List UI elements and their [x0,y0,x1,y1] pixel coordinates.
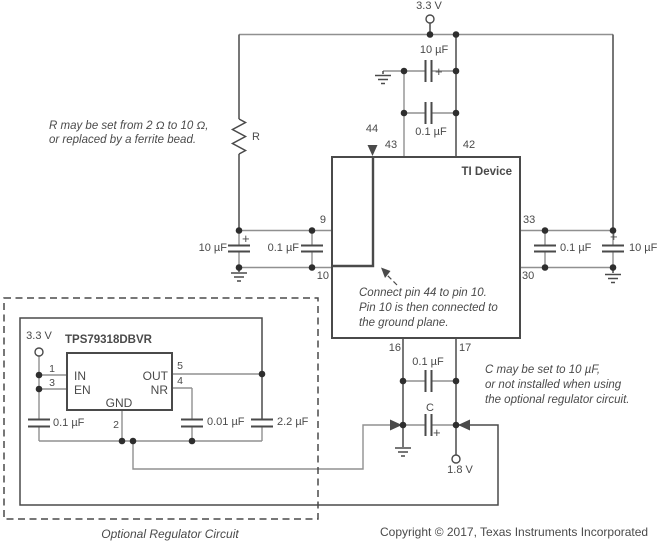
pin-label-30: 30 [522,270,535,282]
pin44-note-line: the ground plane. [359,317,449,329]
ti-device-label: TI Device [461,166,513,178]
cap-value-left-bypass: 0.1 µF [267,242,299,254]
terminal-33v-icon [425,14,435,24]
reg-pin-name-gnd: GND [105,396,133,410]
resistor-note-line: or replaced by a ferrite bead. [49,133,197,146]
cap-c-note: C may be set to 10 µF, or not installed … [485,363,629,408]
pin44-note: Connect pin 44 to pin 10. Pin 10 is then… [359,286,498,331]
optional-regulator-caption: Optional Regulator Circuit [101,527,239,541]
connection-arrow-icon [458,419,470,431]
copyright-text: Copyright © 2017, Texas Instruments Inco… [380,525,649,539]
regulator-supply-label: 3.3 V [26,330,52,342]
terminal-33v-reg-icon [34,347,44,357]
pin-label-42: 42 [462,139,476,151]
reg-pin-name-en: EN [74,383,91,397]
pin44-arrow-icon [367,145,378,156]
polarity-plus-c: + [433,425,441,440]
cap-value-right-bypass: 0.1 µF [560,242,592,254]
polarity-plus-right: + [610,229,618,244]
rail-18v-label: 1.8 V [447,464,473,476]
pin-label-43: 43 [384,139,398,151]
cap-value-reg-input: 0.1 µF [53,417,85,429]
black-wires [19,23,614,506]
optional-regulator-dashed-box [3,297,319,520]
cap-c-note-line: C may be set to 10 µF, [485,364,601,376]
supply-33v-label: 3.3 V [416,0,442,12]
pin-label-17: 17 [459,342,472,354]
reg-pin-name-nr: NR [150,383,168,397]
cap-value-left-bulk: 10 µF [198,242,227,254]
pin44-internal-trace [333,158,375,268]
reg-pin-number-5: 5 [177,360,183,372]
regulator-ic-outline [66,352,173,411]
resistor-note-line: R may be set from 2 Ω to 10 Ω, [49,120,209,132]
polarity-plus-left: + [242,231,250,246]
pin-label-16: 16 [388,342,401,354]
pin-label-10: 10 [316,270,329,282]
cap-value-top-bypass: 0.1 µF [415,126,447,138]
cap-c-note-line: or not installed when using [485,379,622,391]
terminal-18v-icon [451,454,461,464]
pin-label-44: 44 [365,123,379,135]
cap-value-right-bulk: 10 µF [629,242,658,254]
resistor-note: R may be set from 2 Ω to 10 Ω, or replac… [49,120,208,147]
cap-label-c: C [426,402,434,414]
cap-value-reg-output: 2.2 µF [277,416,309,428]
reg-pin-number-4: 4 [177,375,183,387]
reg-pin-number-3: 3 [49,377,55,389]
ti-device-outline [331,156,521,339]
regulator-part-number: TPS79318DBVR [65,334,152,346]
junction-dots [35,31,617,445]
cap-value-reg-nr: 0.01 µF [207,416,245,428]
connection-arrow-icon [390,419,402,431]
pin-label-33: 33 [523,214,536,226]
cap-value-bottom-bypass: 0.1 µF [412,356,444,368]
reg-pin-number-2: 2 [113,419,119,431]
cap-value-top-bulk: 10 µF [419,44,449,56]
ground-icon [395,447,411,457]
pin-label-9: 9 [319,214,326,226]
pin44-note-line: Pin 10 is then connected to [359,302,498,314]
resistor-symbol [230,118,248,155]
reg-pin-number-1: 1 [49,363,55,375]
gray-wires [38,33,614,470]
pin44-note-line: Connect pin 44 to pin 10. [359,287,487,299]
polarity-plus-top: + [435,64,443,79]
note-pointer-arrow-icon [381,267,398,286]
reg-pin-name-in: IN [74,369,86,383]
resistor-label: R [252,131,260,143]
ground-icon [375,71,391,85]
capacitor-symbols [28,60,624,436]
cap-c-note-line: the optional regulator circuit. [485,394,630,406]
reg-pin-name-out: OUT [142,369,168,383]
